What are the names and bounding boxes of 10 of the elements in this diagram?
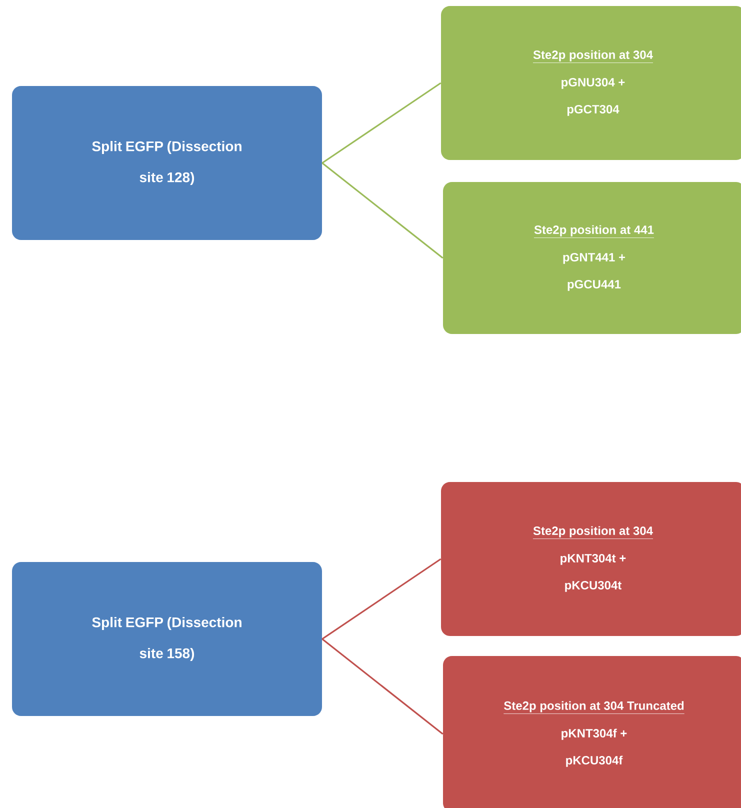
construct-box: Split EGFP (Dissection site 128) bbox=[12, 86, 322, 240]
construct-box: Ste2p position at 304 Truncated pKNT304f + pKCU304f bbox=[443, 656, 741, 808]
connector-line bbox=[322, 638, 444, 735]
connector-line bbox=[322, 558, 442, 640]
construct-box: Ste2p position at 304 pKNT304t + pKCU304t bbox=[441, 482, 741, 636]
construct-box: Ste2p position at 304 pGNU304 + pGCT304 bbox=[441, 6, 741, 160]
construct-box: Split EGFP (Dissection site 158) bbox=[12, 562, 322, 716]
construct-box: Ste2p position at 441 pGNT441 + pGCU441 bbox=[443, 182, 741, 334]
connector-line bbox=[322, 162, 444, 259]
connector-line bbox=[322, 82, 442, 164]
